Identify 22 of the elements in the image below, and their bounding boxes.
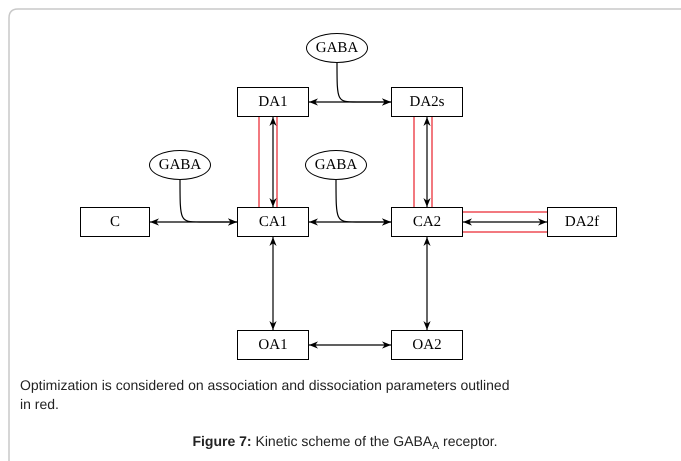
arrow	[335, 180, 391, 226]
state-box: CA1	[237, 207, 309, 237]
arrow	[336, 63, 391, 106]
ligand-ellipse: GABA	[305, 150, 367, 180]
state-box: C	[80, 207, 150, 237]
arrow	[179, 180, 237, 226]
note-text: Optimization is considered on association and dissociation parameters outlined in red.	[20, 376, 510, 414]
state-box: OA2	[391, 330, 463, 360]
arrow	[269, 117, 277, 207]
state-box: DA2f	[547, 207, 617, 237]
ligand-ellipse: GABA	[149, 150, 211, 180]
arrow	[269, 237, 277, 330]
state-box: DA1	[237, 87, 309, 117]
state-box: DA2s	[391, 87, 463, 117]
state-box: OA1	[237, 330, 309, 360]
ligand-ellipse: GABA	[306, 33, 368, 63]
figure-caption: Figure 7: Kinetic scheme of the GABA$_{A}$ receptor.	[191, 432, 499, 452]
arrow	[463, 218, 547, 226]
arrow	[423, 237, 431, 330]
arrow	[309, 341, 391, 349]
state-box: CA2	[391, 207, 463, 237]
arrow	[423, 117, 431, 207]
